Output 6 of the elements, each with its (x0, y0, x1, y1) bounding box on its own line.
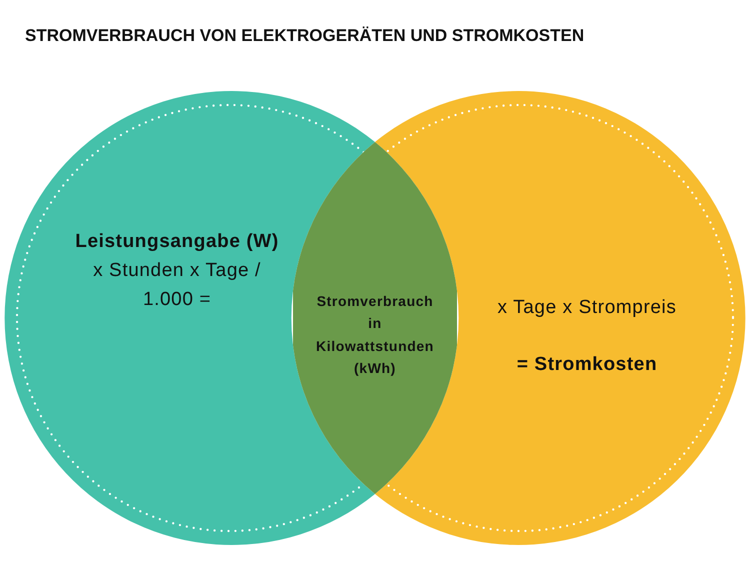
label-text: = Stromkosten (516, 353, 658, 377)
label-text: x Stunden x Tage / 1.000 = (92, 259, 262, 312)
label-text: Leistungsangabe (W) (74, 230, 280, 254)
label-text: Stromverbrauch in Kilowattstunden (kWh) (315, 292, 435, 378)
diagram-title: STROMVERBRAUCH VON ELEKTROGERÄTEN UND STROMKOSTEN (25, 26, 584, 46)
label-text: x Tage x Strompreis (496, 296, 678, 320)
